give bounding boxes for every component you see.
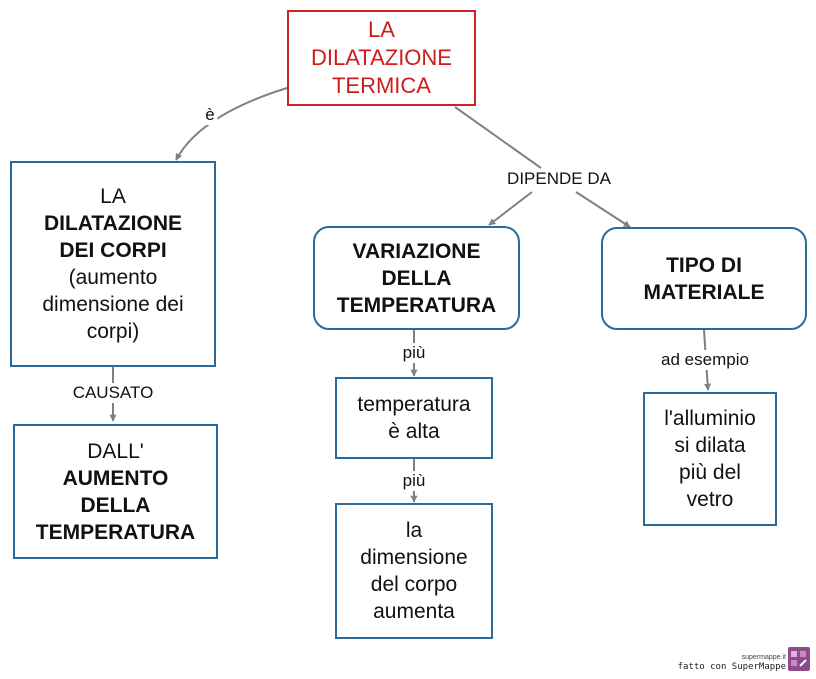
node-temperatura-alta: temperatura è alta [335, 377, 493, 459]
edge-label-causato: CAUSATO [69, 383, 157, 403]
node-dimensione-aumenta: la dimensione del corpo aumenta [335, 503, 493, 639]
title-line-2: DILATAZIONE [311, 45, 452, 70]
footer-credit: supermappe.it fatto con SuperMappe [678, 654, 786, 673]
dimensione-aumenta-line-4: aumenta [373, 600, 455, 623]
dimensione-aumenta-line-1: la [405, 519, 423, 542]
edge-dipende-to-tipo [575, 191, 631, 228]
dilatazione-corpi-line-3: DEI CORPI [59, 239, 167, 262]
edge-label-piu-2: più [399, 471, 429, 491]
footer-site[interactable]: supermappe.it [741, 654, 786, 661]
tipo-materiale-line-1: TIPO DI [666, 253, 742, 277]
node-dilatazione-corpi: LA DILATAZIONE DEI CORPI (aumento dimensione… [10, 161, 216, 367]
dimensione-aumenta-line-3: del corpo [370, 573, 458, 596]
alluminio-line-4: vetro [686, 488, 734, 511]
temperatura-alta-line-2: è alta [388, 420, 440, 443]
variazione-temperatura-line-1: VARIAZIONE [352, 239, 481, 263]
dilatazione-corpi-line-4: (aumento [68, 266, 158, 289]
edge-dipende-to-variazione [488, 191, 533, 226]
title-line-1: LA [368, 17, 395, 42]
supermappe-logo-icon [788, 647, 810, 671]
node-alluminio: l'alluminio si dilata più del vetro [643, 392, 777, 526]
aumento-temperatura-line-1: DALL' [87, 439, 144, 463]
dilatazione-corpi-line-5: dimensione dei [42, 293, 184, 316]
edge-label-e: è [202, 105, 218, 125]
tipo-materiale-line-2: MATERIALE [643, 280, 765, 304]
alluminio-line-2: si dilata [674, 434, 746, 457]
alluminio-line-1: l'alluminio [664, 407, 756, 430]
edge-title-to-dilatazione [175, 87, 288, 161]
dilatazione-corpi-line-2: DILATAZIONE [43, 212, 183, 235]
aumento-temperatura-line-4: TEMPERATURA [35, 520, 196, 544]
edge-title-to-dipende [454, 106, 542, 169]
variazione-temperatura-line-2: DELLA [381, 266, 452, 290]
title-line-3: TERMICA [331, 73, 431, 98]
edge-label-piu-1: più [399, 343, 429, 363]
dilatazione-corpi-line-1: LA [100, 185, 126, 208]
node-tipo-materiale: TIPO DI MATERIALE [601, 227, 807, 330]
node-variazione-temperatura: VARIAZIONE DELLA TEMPERATURA [313, 226, 520, 330]
dilatazione-corpi-line-6: corpi) [86, 320, 140, 343]
edge-label-ad-esempio: ad esempio [658, 350, 752, 370]
variazione-temperatura-line-3: TEMPERATURA [336, 293, 497, 317]
aumento-temperatura-line-2: AUMENTO [62, 466, 169, 490]
temperatura-alta-line-1: temperatura [357, 393, 471, 416]
node-aumento-temperatura: DALL' AUMENTO DELLA TEMPERATURA [13, 424, 218, 559]
dimensione-aumenta-line-2: dimensione [360, 546, 468, 569]
edge-label-dipende-da: DIPENDE DA [504, 169, 614, 189]
alluminio-line-3: più del [679, 461, 741, 484]
aumento-temperatura-line-3: DELLA [80, 493, 151, 517]
node-dilatazione-termica: LA DILATAZIONE TERMICA [287, 10, 476, 106]
footer-made-with: fatto con SuperMappe [677, 662, 786, 672]
